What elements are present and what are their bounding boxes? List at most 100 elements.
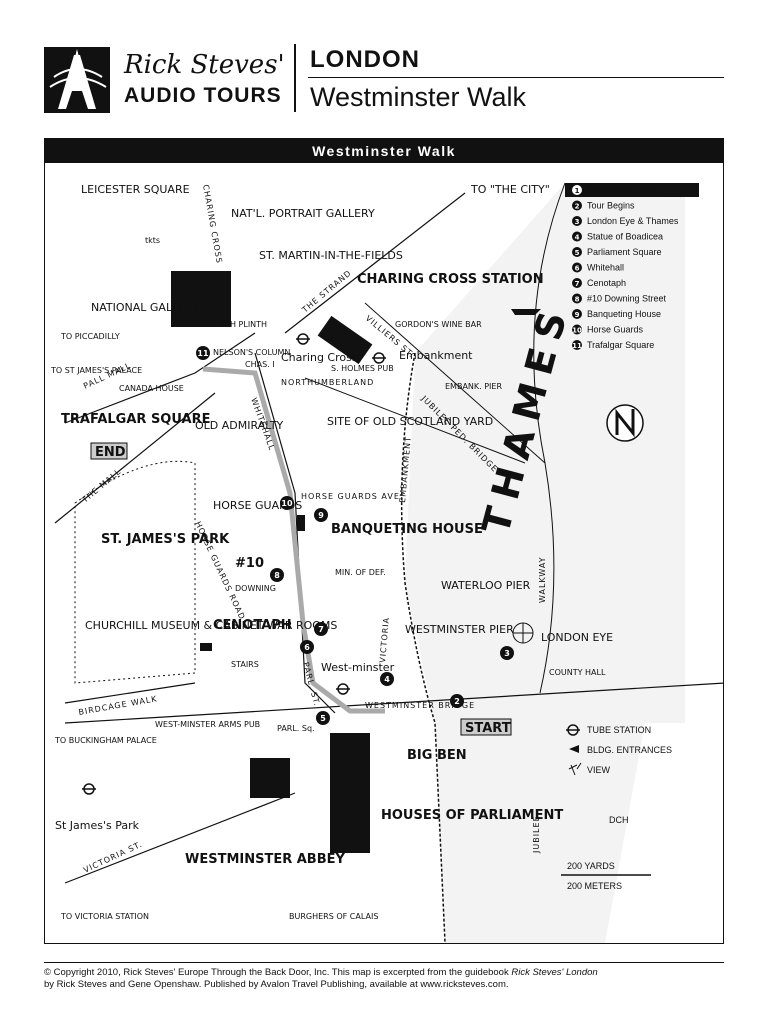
tube-station-icons: [82, 333, 386, 795]
street-victoria: VICTORIA: [378, 617, 391, 664]
footer-text-1: © Copyright 2010, Rick Steves' Europe Th…: [44, 967, 512, 978]
label-canada-house: CANADA HOUSE: [119, 384, 184, 393]
label-cenotaph: CENOTAPH: [213, 618, 292, 633]
legend-stop-label: Whitehall: [587, 263, 624, 273]
banqueting-house-marker: [297, 515, 305, 531]
legend-stop-label: Banqueting House: [587, 309, 661, 319]
city-title: LONDON: [310, 46, 420, 73]
label-parl-sq: PARL. Sq.: [277, 724, 315, 733]
label-houses-of-parliament: HOUSES OF PARLIAMENT: [381, 808, 563, 823]
walk-title: Westminster Walk: [310, 82, 527, 112]
svg-text:10: 10: [281, 499, 293, 508]
label-churchill-museum: CHURCHILL MUSEUM & CABINET WAR ROOMS: [85, 619, 337, 632]
legend-stop-label: Westminster Walk: [587, 185, 660, 195]
label-embank-pier: EMBANK. PIER: [445, 382, 502, 391]
victoria-street: [64, 792, 296, 884]
label-tkts: tkts: [145, 236, 160, 245]
legend-stop-marker: [572, 247, 582, 257]
label-westminster-pier: WESTMINSTER PIER: [405, 623, 514, 636]
map-frame: Westminster Walk LEICESTER SQUARE TO "TH…: [44, 138, 724, 944]
legend-stop-label: #10 Downing Street: [587, 294, 667, 304]
northumberland-street: [304, 377, 526, 464]
boat-icon: [511, 309, 541, 315]
abbey-building: [250, 758, 290, 798]
street-northumberland: NORTHUMBERLAND: [281, 378, 374, 387]
label-london-eye: LONDON EYE: [541, 631, 613, 644]
walk-route: [202, 366, 385, 714]
title-rule: [308, 77, 724, 78]
svg-text:7: 7: [318, 625, 324, 634]
legend-stop-marker: [572, 262, 582, 273]
legend-stop-label: Trafalgar Square: [587, 340, 654, 350]
jubilee-bridge: [364, 302, 546, 464]
key-tube-station: TUBE STATION: [587, 725, 651, 735]
copyright-footer: © Copyright 2010, Rick Steves' Europe Th…: [44, 962, 724, 991]
legend-stop-marker: [572, 200, 582, 211]
street-victoria-st: VICTORIA ST.: [82, 840, 144, 875]
label-leicester-square: LEICESTER SQUARE: [81, 183, 190, 196]
map-signature: DCH: [609, 815, 629, 825]
label-embankment-tube: Embankment: [399, 349, 473, 362]
legend-stop-label: Horse Guards: [587, 325, 644, 335]
label-burghers-of-calais: BURGHERS OF CALAIS: [289, 912, 378, 921]
the-mall-street: [54, 392, 216, 524]
legend-stop-number: 3: [575, 218, 580, 226]
legend-stop-label: Statue of Boadicea: [587, 232, 663, 242]
charing-cross-station-building: [317, 315, 373, 365]
street-jubilee: JUBILEE: [532, 815, 541, 854]
label-start: START: [465, 721, 511, 736]
churchill-museum-building: [200, 643, 212, 651]
national-gallery-building: [171, 271, 231, 327]
label-old-admiralty: OLD ADMIRALTY: [195, 419, 284, 432]
label-st-james-park: ST. JAMES'S PARK: [101, 532, 230, 547]
street-the-mall: THE MALL: [80, 467, 123, 505]
label-s-holmes-pub: S. HOLMES PUB: [331, 364, 394, 373]
legend-highlight: [565, 183, 699, 197]
label-ten-downing: #10: [235, 556, 264, 571]
legend-stop-number: 5: [575, 249, 580, 257]
label-national-gallery: NATIONAL GALLERY: [91, 301, 199, 314]
street-walkway: WALKWAY: [538, 556, 547, 603]
label-charing-cross-station: CHARING CROSS STATION: [357, 272, 544, 287]
label-st-martin: ST. MARTIN-IN-THE-FIELDS: [259, 249, 403, 262]
london-eye-icon: [512, 622, 534, 644]
strand-street: [284, 192, 466, 334]
label-fourth-plinth: 4TH PLINTH: [220, 320, 267, 329]
label-scotland-yard: SITE OF OLD SCOTLAND YARD: [327, 415, 493, 428]
label-waterloo-pier: WATERLOO PIER: [441, 579, 531, 592]
label-westminster-tube: West-minster: [321, 661, 395, 674]
svg-text:4: 4: [384, 675, 390, 684]
eiffel-tower-icon: [49, 49, 107, 109]
svg-text:3: 3: [504, 649, 510, 658]
street-horse-guards-ave: HORSE GUARDS AVE.: [301, 492, 403, 501]
pall-mall-street: [64, 332, 256, 424]
legend-stop-marker: [572, 185, 582, 195]
birdcage-walk-street: [64, 682, 196, 704]
street-charing-cross-rd: CHARING CROSS: [201, 184, 224, 265]
label-nelsons-column: NELSON'S COLUMN: [213, 348, 290, 357]
legend-stop-number: 6: [575, 265, 580, 273]
scale-meters: 200 METERS: [567, 881, 622, 891]
symbol-key: TUBE STATION BLDG. ENTRANCES VIEW DCH: [566, 724, 672, 825]
westminster-map: LEICESTER SQUARE TO "THE CITY" NAT'L. PO…: [50, 182, 723, 943]
scale-bar: 200 YARDS 200 METERS: [561, 861, 651, 891]
svg-text:8: 8: [274, 571, 280, 580]
key-view: VIEW: [587, 765, 611, 775]
stop-markers: 11 10 9 8 7 6 5 4 3 2: [196, 346, 514, 725]
label-banqueting-house: BANQUETING HOUSE: [331, 522, 483, 537]
label-stairs: STAIRS: [231, 660, 259, 669]
label-to-victoria-station: TO VICTORIA STATION: [60, 912, 149, 921]
svg-text:9: 9: [318, 511, 324, 520]
brand-name: Rick Steves': [124, 50, 285, 80]
legend-stop-label: Parliament Square: [587, 247, 662, 257]
label-end: END: [95, 445, 126, 460]
svg-text:2: 2: [454, 697, 460, 706]
label-downing: DOWNING: [235, 584, 276, 593]
parliament-building: [330, 733, 370, 853]
legend-stop-label: London Eye & Thames: [587, 216, 679, 226]
scale-yards: 200 YARDS: [567, 861, 615, 871]
legend-stop-number: 11: [572, 342, 582, 350]
svg-text:11: 11: [197, 349, 209, 358]
legend-stop-number: 7: [575, 280, 580, 288]
label-horse-guards: HORSE GUARDS: [213, 499, 302, 512]
